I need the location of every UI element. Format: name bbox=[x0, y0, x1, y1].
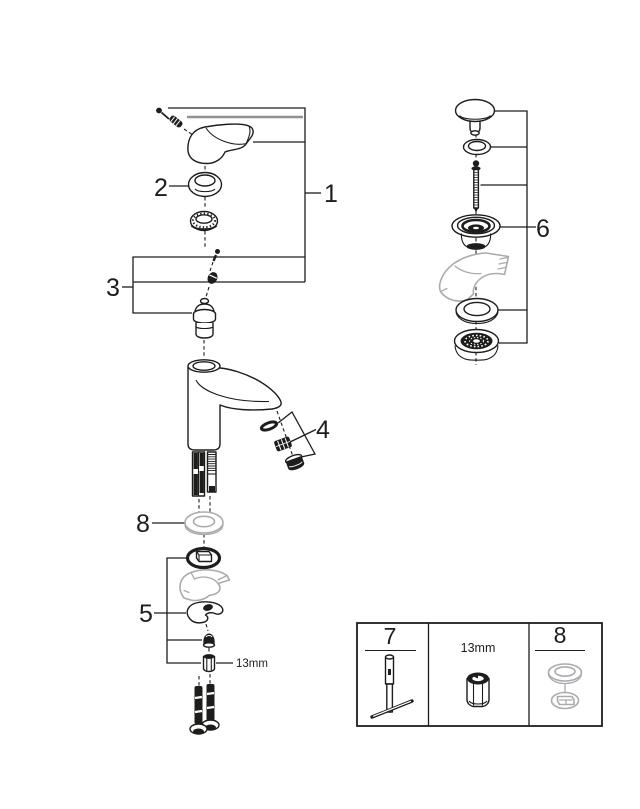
faucet-assembly bbox=[156, 107, 305, 735]
callout-bracket-5 bbox=[154, 557, 233, 664]
callout-label-6: 6 bbox=[536, 215, 550, 243]
callout-bracket-3 bbox=[122, 256, 305, 314]
callout-label-1: 1 bbox=[324, 180, 338, 208]
legend-cell-13mm: 13mm bbox=[461, 641, 496, 708]
mounting-clamp bbox=[186, 601, 224, 624]
cartridge-nut bbox=[207, 272, 218, 284]
washer-gasket-drawing bbox=[547, 663, 583, 710]
cartridge bbox=[192, 297, 217, 339]
knob-ring bbox=[462, 138, 492, 156]
handle-cap-ring bbox=[187, 171, 223, 198]
cartridge-screw bbox=[212, 249, 220, 262]
callout-label-3: 3 bbox=[106, 274, 120, 302]
wedge-gasket bbox=[438, 252, 510, 302]
socket-tool-drawing bbox=[370, 654, 414, 719]
drain-washer bbox=[455, 297, 499, 325]
callout-bracket-1 bbox=[168, 107, 321, 282]
aerator-oring bbox=[259, 420, 279, 432]
legend-label-8: 8 bbox=[554, 622, 567, 648]
bearing-ring bbox=[189, 210, 219, 232]
drain-locknut bbox=[453, 328, 500, 361]
callout-label-2: 2 bbox=[154, 174, 168, 202]
mounting-washer bbox=[184, 511, 224, 536]
callout-label-4: 4 bbox=[316, 416, 330, 444]
legend-table: 7 13mm 8 bbox=[356, 622, 603, 727]
handle-set-screw bbox=[156, 107, 183, 128]
stabilizer-plate bbox=[179, 569, 231, 602]
legend-cell-8: 8 bbox=[535, 622, 585, 710]
supply-hoses bbox=[191, 451, 206, 497]
legend-cell-7: 7 bbox=[365, 623, 416, 719]
mounting-bolts bbox=[189, 684, 220, 735]
aerator-insert bbox=[274, 436, 292, 452]
callout-labels: 1 2 3 4 5 6 8 13mm bbox=[106, 174, 550, 670]
callout-label-8: 8 bbox=[136, 510, 150, 538]
legend-label-7: 7 bbox=[384, 623, 397, 649]
callout-bracket-6 bbox=[480, 110, 536, 344]
drain-screw bbox=[471, 160, 481, 213]
callout-label-5: 5 bbox=[139, 600, 153, 628]
popup-drain-assembly bbox=[438, 98, 510, 361]
faucet-body bbox=[187, 359, 282, 451]
mounting-stud bbox=[206, 451, 217, 493]
base-oring bbox=[185, 546, 222, 570]
callout-bracket-4 bbox=[277, 411, 317, 458]
aerator-housing bbox=[284, 453, 305, 471]
wrench-size-label: 13mm bbox=[236, 658, 268, 670]
drain-knob bbox=[454, 98, 496, 136]
dome-nut bbox=[202, 633, 216, 648]
drain-flange bbox=[451, 214, 501, 250]
hex-nut-drawing bbox=[466, 672, 490, 708]
faucet-handle bbox=[187, 123, 254, 165]
hex-nut bbox=[202, 654, 216, 673]
legend-label-13mm: 13mm bbox=[461, 641, 496, 655]
